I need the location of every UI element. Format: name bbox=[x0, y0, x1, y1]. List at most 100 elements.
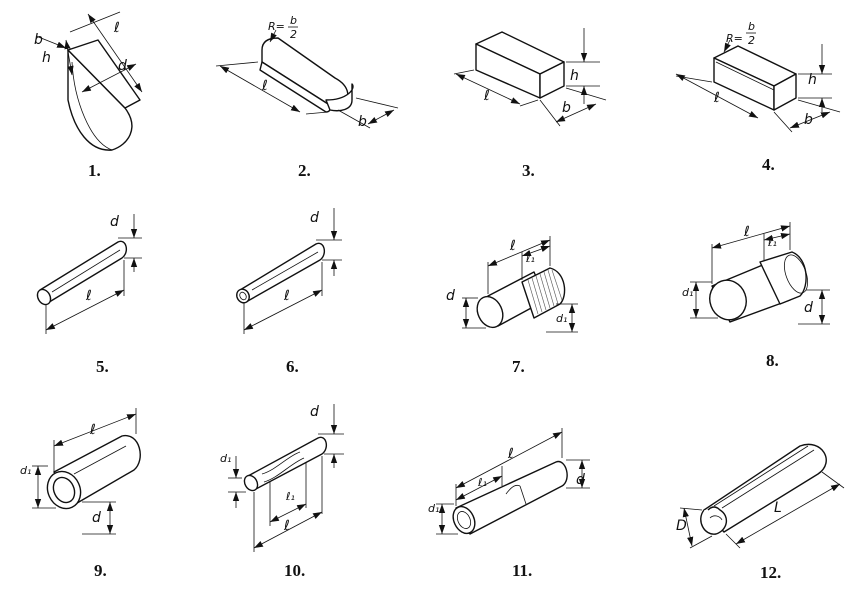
fig5-dim-l-text: ℓ bbox=[85, 288, 92, 304]
fig3-dim-h-text: h bbox=[570, 68, 579, 84]
fig11-dim-l-text: ℓ bbox=[507, 446, 514, 462]
fig8-dim-l bbox=[711, 225, 791, 249]
figure-1-segmental-key: ℓ h b d 1. bbox=[34, 11, 143, 180]
fig6-dim-l bbox=[243, 289, 323, 331]
fig1-dim-h bbox=[64, 39, 74, 76]
fig3-ext-l bbox=[453, 69, 475, 75]
fig11-dim-l1-text: ℓ₁ bbox=[477, 476, 487, 489]
fig12-ext-L1 bbox=[725, 533, 741, 549]
fig4-ext-l bbox=[675, 75, 713, 83]
figure-2-rounded-key: ℓ b R= b 2 2. bbox=[215, 14, 399, 180]
fig12-ext-d1 bbox=[679, 507, 703, 511]
fig7-dim-l-text: ℓ bbox=[509, 238, 516, 254]
fig5-dim-l bbox=[45, 289, 125, 331]
fig3-ext-b2 bbox=[565, 87, 607, 101]
fig3-dim-l bbox=[455, 73, 521, 105]
fig2-dim-b-text: b bbox=[358, 114, 367, 130]
fig4-ext-b bbox=[773, 111, 793, 133]
fig10-end-face bbox=[243, 474, 259, 492]
fig3-dim-b-text: b bbox=[562, 100, 571, 116]
fig11-dim-d1-text: d₁ bbox=[428, 502, 439, 515]
figure-12-spring-pin: D L 12. bbox=[676, 443, 845, 582]
fig4-dim-r-num: b bbox=[748, 20, 755, 33]
fig10-dim-l1-text: ℓ₁ bbox=[285, 490, 295, 503]
figure-9-hollow-pin: ℓ d₁ d 9. bbox=[20, 408, 141, 580]
fig7-dim-l1 bbox=[521, 245, 551, 257]
fig12-dim-D bbox=[682, 507, 694, 547]
fig2-dim-r-den: 2 bbox=[290, 28, 297, 41]
fig1-dim-h-text: h bbox=[42, 50, 51, 66]
fig3-dim-b bbox=[555, 103, 597, 123]
fig8-dim-d-text: d bbox=[804, 300, 813, 316]
fig2-ext-b bbox=[337, 109, 371, 129]
fig9-dim-l-text: ℓ bbox=[89, 422, 96, 438]
fig1-dim-d bbox=[81, 63, 137, 93]
fig2-ext-l bbox=[215, 61, 259, 67]
fig12-slot-a bbox=[713, 445, 809, 507]
fig12-end-curl bbox=[700, 506, 727, 535]
fig4-label: 4. bbox=[762, 155, 775, 174]
fig10-groove-b bbox=[263, 457, 305, 483]
figure-3-square-key: ℓ b h 3. bbox=[453, 28, 607, 180]
figure-11-split-taper-pin: ℓ ℓ₁ d d₁ 11. bbox=[428, 428, 590, 580]
fig7-dim-l1-text: ℓ₁ bbox=[525, 252, 535, 265]
fig1-ext-l1 bbox=[69, 11, 121, 33]
fig2-ext-l2 bbox=[305, 111, 329, 115]
fig11-dim-l1 bbox=[455, 475, 503, 501]
fig1-edge bbox=[124, 99, 141, 109]
fig4-dim-r-den: 2 bbox=[748, 34, 755, 47]
fig2-dim-r-num: b bbox=[290, 14, 297, 27]
figure-5-cylindrical-pin: d ℓ 5. bbox=[36, 214, 142, 376]
fig3-end bbox=[539, 61, 565, 99]
fig1-label: 1. bbox=[88, 161, 101, 180]
fig8-step bbox=[759, 251, 807, 305]
fig12-dim-D-text: D bbox=[676, 518, 687, 534]
fig11-split-line bbox=[519, 485, 527, 505]
fig4-ext-b2 bbox=[797, 99, 841, 113]
fig8-label: 8. bbox=[766, 351, 779, 370]
fig8-step-rim bbox=[783, 254, 809, 294]
fig3-dim-l-text: ℓ bbox=[483, 88, 490, 104]
fig4-dim-l bbox=[675, 73, 759, 119]
fig6-dim-d-text: d bbox=[310, 210, 319, 226]
fig1-dim-b bbox=[35, 35, 67, 49]
fig10-dim-l-text: ℓ bbox=[283, 518, 290, 534]
fig9-highlight bbox=[73, 445, 127, 475]
figure-7-knurled-pin: ℓ ℓ₁ d d₁ 7. bbox=[446, 236, 578, 376]
fig12-ext-L2 bbox=[821, 471, 845, 489]
fig2-dim-l-text: ℓ bbox=[261, 78, 268, 94]
fig4-dim-l-text: ℓ bbox=[713, 90, 720, 106]
fig4-dim-b-text: b bbox=[804, 112, 813, 128]
fig12-label: 12. bbox=[760, 563, 781, 582]
fig9-dim-d1-text: d₁ bbox=[20, 464, 31, 477]
fig10-dim-d1-text: d₁ bbox=[220, 452, 231, 465]
fig10-dim-l bbox=[253, 511, 323, 549]
fig2-dim-r-text: R= bbox=[268, 20, 285, 33]
fig9-end-inner bbox=[52, 476, 76, 504]
fig11-dim-d-text: d bbox=[576, 472, 585, 488]
fig4-dim-r-text: R= bbox=[726, 32, 743, 45]
fig7-dim-d-text: d bbox=[446, 288, 455, 304]
fig3-ext-l2 bbox=[519, 99, 539, 107]
fig10-dim-l1 bbox=[269, 503, 307, 523]
fig4-end bbox=[773, 73, 797, 111]
fig5-label: 5. bbox=[96, 357, 109, 376]
fig2-end bbox=[325, 83, 354, 112]
fig10-dim-d-text: d bbox=[310, 404, 319, 420]
fig2-dim-b bbox=[367, 109, 395, 125]
fig5-dim-d-text: d bbox=[110, 214, 119, 230]
fig2-ext-b2 bbox=[355, 97, 399, 109]
fig9-label: 9. bbox=[94, 561, 107, 580]
fig5-highlight bbox=[51, 249, 121, 293]
figure-10-grooved-pin: d d₁ ℓ₁ ℓ 10. bbox=[220, 404, 344, 580]
fig6-label: 6. bbox=[286, 357, 299, 376]
fig9-dim-d-text: d bbox=[92, 510, 101, 526]
fig2-dim-l bbox=[219, 65, 301, 113]
fig12-dim-L-text: L bbox=[774, 500, 782, 516]
fig8-dim-l-text: ℓ bbox=[743, 224, 750, 240]
fig11-label: 11. bbox=[512, 561, 532, 580]
fig2-dim-r bbox=[269, 29, 277, 43]
fig7-label: 7. bbox=[512, 357, 525, 376]
fig8-end-face bbox=[709, 279, 747, 321]
